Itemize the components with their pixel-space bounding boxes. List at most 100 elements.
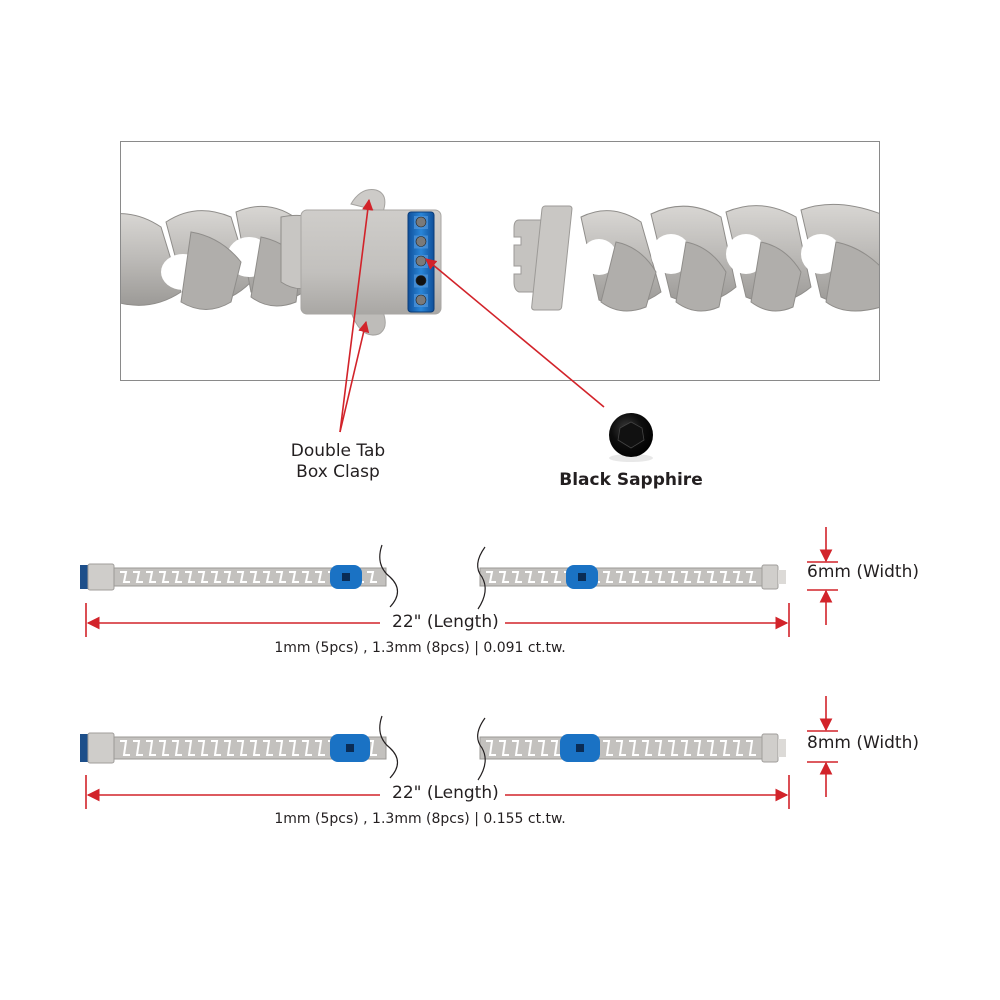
chain-link bbox=[655, 571, 665, 583]
chain-link bbox=[367, 740, 377, 756]
blue-station-stone bbox=[346, 744, 354, 752]
chain-link bbox=[302, 571, 312, 583]
clasp-stones bbox=[414, 216, 428, 307]
chain-link bbox=[302, 740, 312, 756]
chain-tongue bbox=[778, 570, 786, 584]
chain-link bbox=[733, 740, 743, 756]
chain-link bbox=[367, 571, 377, 583]
chain-link bbox=[551, 740, 561, 756]
chain-link bbox=[263, 571, 273, 583]
chain-link bbox=[681, 571, 691, 583]
chain-link bbox=[499, 740, 509, 756]
chain-link bbox=[538, 571, 548, 583]
chain-link bbox=[172, 740, 182, 756]
chain-link bbox=[185, 571, 195, 583]
chain-link bbox=[159, 740, 169, 756]
length-label-8mm: 22" (Length) bbox=[386, 783, 505, 803]
chain-link bbox=[120, 740, 130, 756]
chain-link bbox=[486, 571, 496, 583]
chain-tongue bbox=[778, 739, 786, 757]
width-label-8mm: 8mm (Width) bbox=[807, 733, 919, 753]
chain-link bbox=[159, 571, 169, 583]
chain-link bbox=[603, 571, 613, 583]
blue-station-stone bbox=[342, 573, 350, 581]
clasp-label-line2: Box Clasp bbox=[296, 462, 380, 482]
chain-link bbox=[276, 571, 286, 583]
break-mark-right bbox=[477, 546, 486, 610]
chain-link bbox=[642, 740, 652, 756]
chain-link bbox=[746, 740, 756, 756]
chain-link bbox=[237, 571, 247, 583]
chain-link bbox=[694, 571, 704, 583]
spec-line-6mm: 1mm (5pcs) , 1.3mm (8pcs) | 0.091 ct.tw. bbox=[274, 640, 566, 656]
clasp-label-line1: Double Tab bbox=[290, 441, 386, 461]
chain-link bbox=[746, 571, 756, 583]
blue-station-stone bbox=[576, 744, 584, 752]
clasp-stone bbox=[415, 216, 427, 228]
chain-link bbox=[603, 740, 613, 756]
chain-link bbox=[707, 571, 717, 583]
chain-link bbox=[681, 740, 691, 756]
chain-link bbox=[250, 571, 260, 583]
chain-link bbox=[720, 571, 730, 583]
stone-label: Black Sapphire bbox=[559, 470, 703, 490]
chain-link bbox=[707, 740, 717, 756]
chain-link bbox=[172, 571, 182, 583]
chain-clasp-stones bbox=[80, 734, 90, 762]
clasp-pointer-top bbox=[339, 198, 374, 433]
break-mark-left bbox=[379, 544, 399, 608]
chain-link bbox=[263, 740, 273, 756]
chain-link bbox=[146, 571, 156, 583]
chain-link bbox=[237, 740, 247, 756]
chain-link bbox=[120, 571, 130, 583]
chain-link bbox=[668, 571, 678, 583]
chain-link bbox=[551, 571, 561, 583]
chain-link bbox=[486, 740, 496, 756]
chain-end-bar bbox=[761, 733, 779, 763]
break-mark-right bbox=[477, 717, 486, 781]
chain-link bbox=[133, 740, 143, 756]
chain-link bbox=[499, 571, 509, 583]
clasp-pointer-bottom bbox=[339, 320, 370, 433]
chain-link bbox=[185, 740, 195, 756]
chain-link bbox=[198, 571, 208, 583]
chain-link bbox=[224, 740, 234, 756]
spec-line-8mm: 1mm (5pcs) , 1.3mm (8pcs) | 0.155 ct.tw. bbox=[274, 811, 566, 827]
right-chain-links bbox=[580, 203, 879, 312]
chain-link bbox=[538, 740, 548, 756]
chain-link bbox=[642, 571, 652, 583]
chain-link bbox=[250, 740, 260, 756]
chain-link bbox=[616, 571, 626, 583]
blue-station-stone bbox=[578, 573, 586, 581]
clasp-label: Double Tab Box Clasp bbox=[268, 441, 408, 483]
chain-link bbox=[276, 740, 286, 756]
clasp-tongue bbox=[513, 205, 573, 311]
chain-link bbox=[525, 740, 535, 756]
chain-link bbox=[289, 571, 299, 583]
stone-pointer bbox=[425, 258, 605, 408]
chain-link bbox=[146, 740, 156, 756]
chain-link bbox=[315, 740, 325, 756]
chain-link bbox=[629, 571, 639, 583]
chain-link bbox=[198, 740, 208, 756]
chain-link bbox=[668, 740, 678, 756]
chain-link bbox=[315, 571, 325, 583]
clasp-detail-frame bbox=[120, 141, 880, 381]
clasp-detail-illustration bbox=[121, 189, 879, 336]
chain-link bbox=[133, 571, 143, 583]
chain-link bbox=[224, 571, 234, 583]
chain-link bbox=[512, 740, 522, 756]
chain-clasp-stones bbox=[80, 565, 90, 589]
black-sapphire-gem-icon bbox=[609, 413, 653, 462]
chain-link bbox=[629, 740, 639, 756]
width-label-6mm: 6mm (Width) bbox=[807, 562, 919, 582]
break-mark-left bbox=[379, 715, 399, 779]
chain-link bbox=[211, 740, 221, 756]
chain-link bbox=[720, 740, 730, 756]
chain-link bbox=[655, 740, 665, 756]
chain-link bbox=[525, 571, 535, 583]
chain-link bbox=[211, 571, 221, 583]
